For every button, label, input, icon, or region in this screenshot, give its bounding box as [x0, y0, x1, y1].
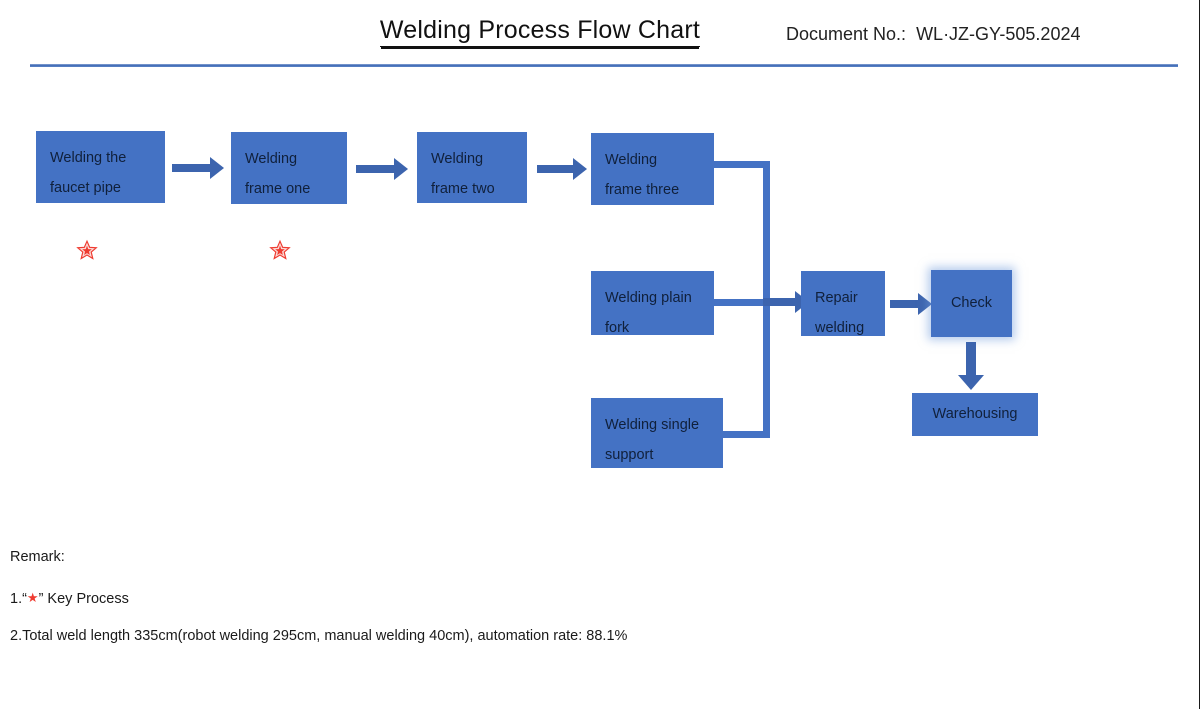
remark-star-icon: ★ [26, 590, 39, 605]
key-process-star-icon [76, 239, 98, 261]
arrow-frame-two-to-frame-three [537, 158, 587, 180]
arrow-head [918, 293, 932, 315]
remark-item-2: 2.Total weld length 335cm(robot welding … [10, 628, 628, 644]
node-check[interactable]: Check [931, 270, 1012, 337]
remark-heading: Remark: [10, 549, 65, 565]
arrow-shaft [172, 164, 212, 172]
node-welding-single-support[interactable]: Welding single support [591, 398, 723, 468]
key-process-star-icon [269, 239, 291, 261]
arrow-head [958, 375, 984, 390]
arrow-head [210, 157, 224, 179]
node-repair-welding[interactable]: Repair welding [801, 271, 885, 336]
node-welding-plain-fork[interactable]: Welding plain fork [591, 271, 714, 336]
node-welding-frame-three[interactable]: Welding frame three [591, 133, 714, 205]
page-title-text: Welding Process Flow Chart [379, 16, 701, 47]
node-warehousing[interactable]: Warehousing [912, 393, 1038, 436]
document-number-label: Document No.: [786, 24, 907, 44]
node-welding-frame-two[interactable]: Welding frame two [417, 132, 527, 203]
arrow-check-to-warehousing [958, 342, 984, 390]
remark-item-1-suffix: ” Key Process [38, 591, 129, 607]
arrow-head [394, 158, 408, 180]
node-welding-frame-one[interactable]: Welding frame one [231, 132, 347, 204]
connector-plain-fork-stub [714, 299, 770, 306]
connector-single-support-stub [714, 431, 770, 438]
arrow-shaft [356, 165, 396, 173]
document-number: Document No.: WL·JZ-GY-505.2024 [786, 24, 1080, 45]
remark-item-1: 1.“★” Key Process [10, 590, 129, 607]
connector-frame-three-stub [714, 161, 770, 168]
node-welding-faucet-pipe[interactable]: Welding the faucet pipe [36, 131, 165, 203]
arrow-shaft [763, 298, 797, 306]
arrow-shaft [890, 300, 920, 308]
document-number-value: WL·JZ-GY-505.2024 [916, 24, 1081, 44]
arrow-frame-one-to-frame-two [356, 158, 408, 180]
arrow-shaft [966, 342, 976, 376]
arrow-faucet-to-frame-one [172, 157, 224, 179]
remark-item-1-prefix: 1.“ [10, 591, 27, 607]
arrow-shaft [537, 165, 575, 173]
arrow-head [573, 158, 587, 180]
header-divider [30, 64, 1178, 67]
page-title: Welding Process Flow Chart [350, 16, 730, 47]
arrow-repair-to-check [890, 293, 932, 315]
